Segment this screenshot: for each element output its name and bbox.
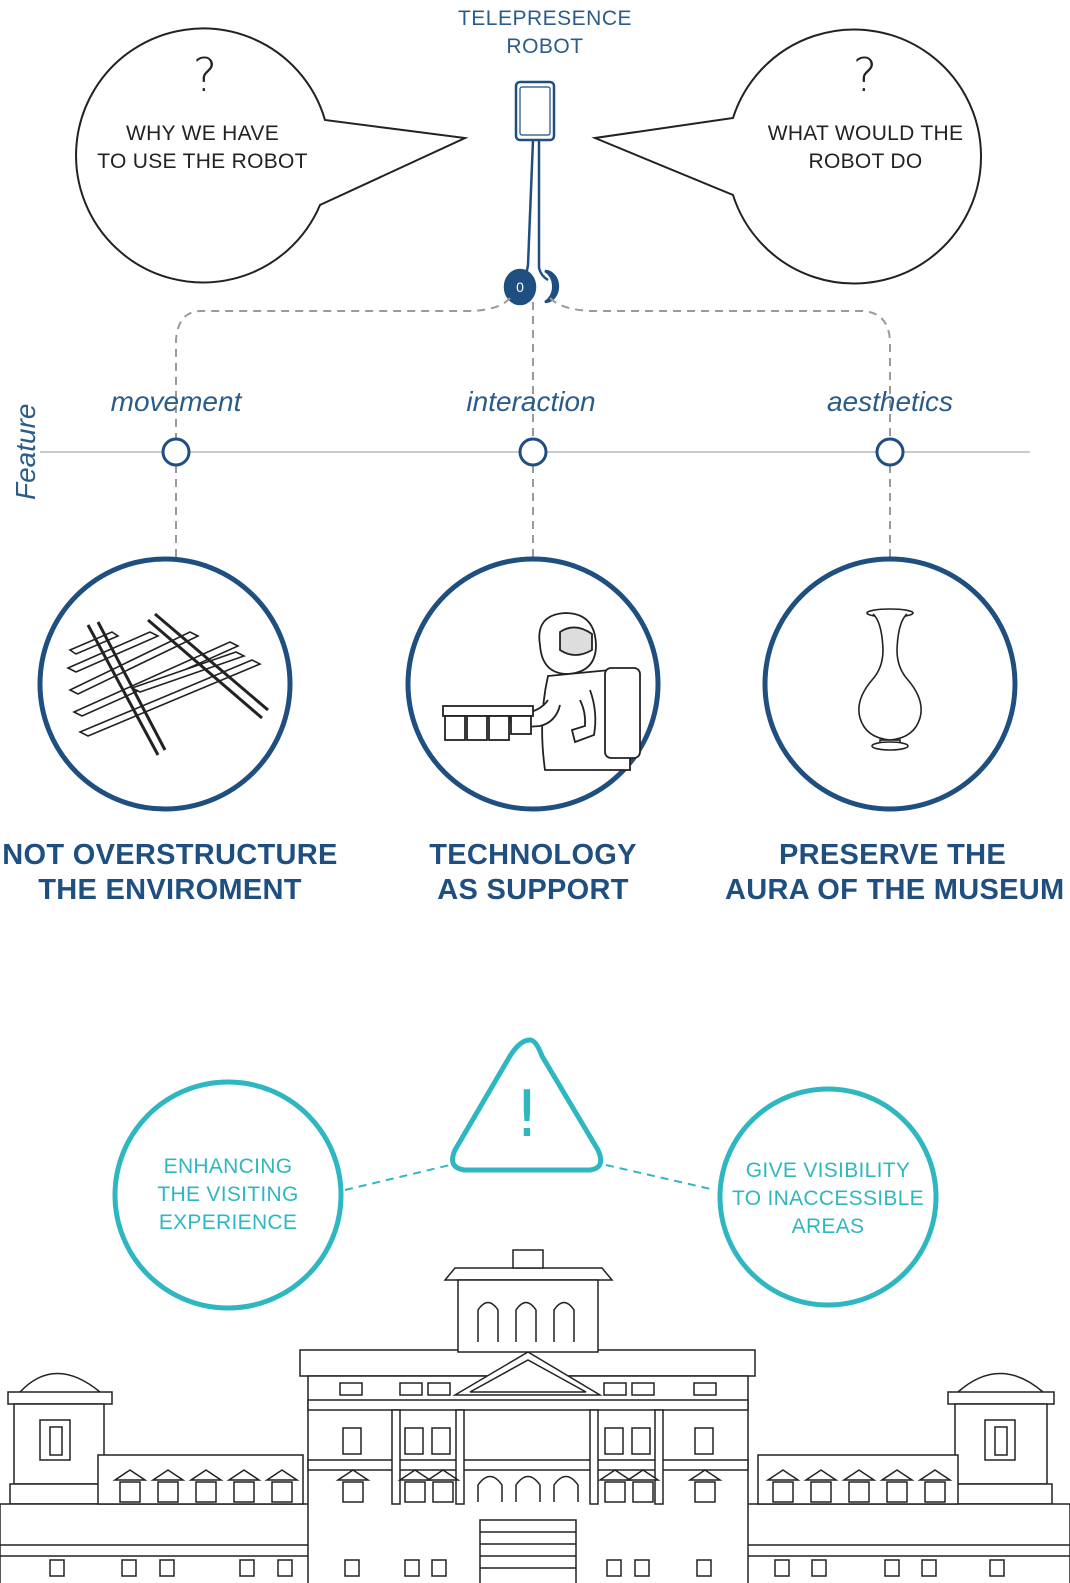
service-robot-icon [442,612,641,771]
principle-circle-1 [37,556,293,812]
goal-circle-right [717,1086,939,1308]
bubble-right-text: WHAT WOULD THE ROBOT DO [738,120,993,176]
goal-right-text: GIVE VISIBILITY TO INACCESSIBLE AREAS [718,1157,938,1241]
goal-right-line2: TO INACCESSIBLE [731,1187,924,1210]
warning-mark: ! [514,1078,540,1152]
principle-label-3: PRESERVE THE AURA OF THE MUSEUM [725,838,1065,908]
principle-label-1: NOT OVERSTRUCTURE THE ENVIROMENT [0,838,340,908]
museum-building-icon [0,1249,1070,1583]
vase-icon [858,608,922,751]
robot-title-line1: TELEPRESENCE [457,7,633,30]
feature-node-interaction [518,437,548,467]
principle-1-line2: THE ENVIROMENT [38,874,302,906]
feature-connectors [175,297,891,560]
bubble-right-line1: WHAT WOULD THE [767,122,964,145]
feature-label-interaction: interaction [466,386,596,417]
goal-left-line3: EXPERIENCE [158,1211,298,1234]
feature-node-movement [161,437,191,467]
bubble-left-line2: TO USE THE ROBOT [97,150,308,173]
principle-3-line2: AURA OF THE MUSEUM [725,874,1065,906]
bubble-right-line2: ROBOT DO [808,150,923,173]
warning-triangle-icon [450,1037,604,1173]
goal-left-line2: THE VISITING [157,1183,299,1206]
bubble-right-question-mark: ? [852,48,878,102]
feature-label-aesthetics: aesthetics [826,386,954,417]
railway-tracks-icon [66,612,269,756]
goal-right-line1: GIVE VISIBILITY [745,1159,911,1182]
robot-base-mark: 0 [516,279,524,295]
principle-2-line1: TECHNOLOGY [429,839,637,871]
principle-2-line2: AS SUPPORT [437,874,629,906]
feature-axis [40,437,1030,467]
bubble-left-line1: WHY WE HAVE [125,122,280,145]
feature-label-movement: movement [110,386,242,417]
speech-bubble-right [591,28,982,285]
goal-connectors [344,1164,716,1191]
goal-right-line3: AREAS [791,1215,865,1238]
robot-title-line2: ROBOT [506,35,584,58]
goal-left-text: ENHANCING THE VISITING EXPERIENCE [118,1153,338,1237]
bubble-left-text: WHY WE HAVE TO USE THE ROBOT [75,120,330,176]
goal-left-line1: ENHANCING [163,1155,293,1178]
speech-bubble-left [75,27,469,284]
robot-title: TELEPRESENCE ROBOT [440,5,650,61]
feature-node-aesthetics [875,437,905,467]
principle-circle-3 [762,556,1018,812]
goal-circle-left [112,1079,344,1311]
principle-circle-2 [405,556,661,812]
bubble-left-question-mark: ? [192,48,218,102]
principle-3-line1: PRESERVE THE [778,839,1007,871]
principle-1-line1: NOT OVERSTRUCTURE [2,839,338,871]
feature-axis-label: Feature [10,403,41,501]
telepresence-robot-icon [503,80,560,306]
principle-label-2: TECHNOLOGY AS SUPPORT [383,838,683,908]
